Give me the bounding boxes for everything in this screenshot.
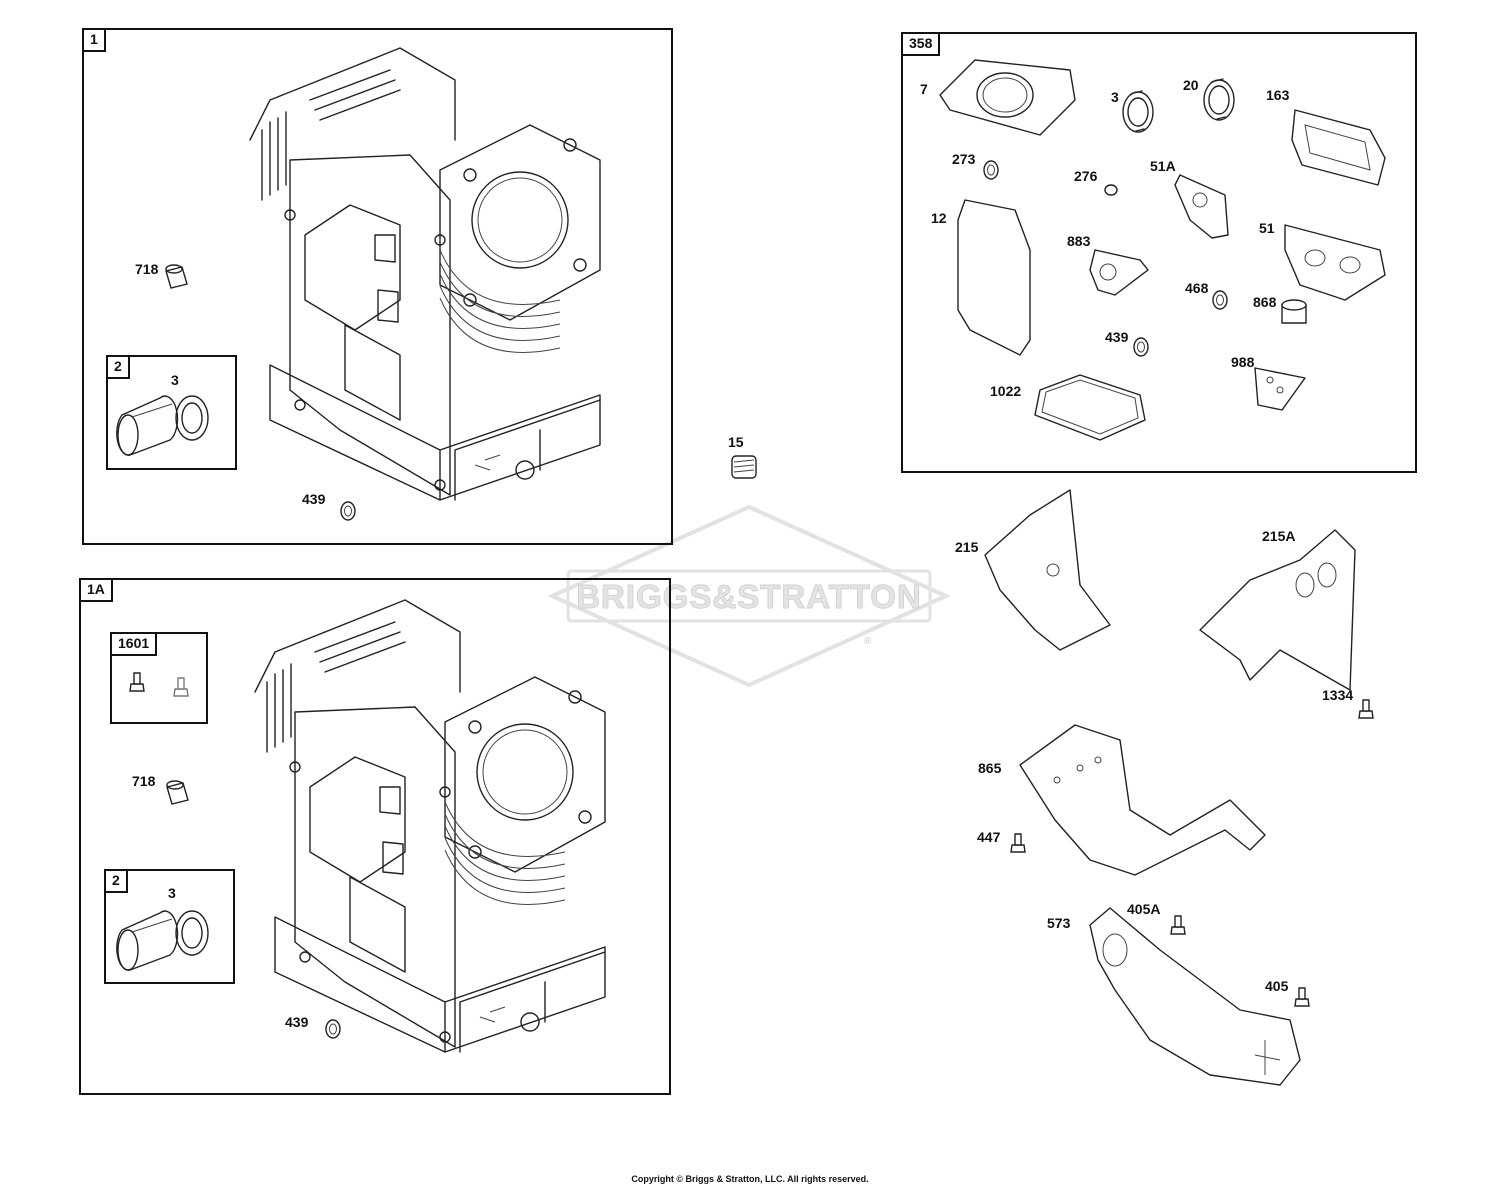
- callout-573: 573: [1047, 915, 1071, 931]
- box-1-crankcase: 1: [82, 28, 673, 545]
- callout-3-top: 3: [171, 372, 179, 388]
- box-1a-sub2-tag: 2: [106, 871, 128, 893]
- box-358-gasket-set: 358: [901, 32, 1417, 473]
- box-1a-crankcase: 1A: [79, 578, 671, 1095]
- callout-gasket-12: 12: [931, 210, 947, 226]
- box-1a-tag: 1A: [81, 580, 113, 602]
- box-358-tag: 358: [903, 34, 941, 56]
- callout-gasket-276: 276: [1074, 168, 1098, 184]
- watermark-text: BRIGGS&STRATTON: [576, 578, 922, 616]
- box-1a-bearing-kit: 2: [104, 869, 235, 984]
- callout-215a: 215A: [1262, 528, 1296, 544]
- head-gasket: [939, 59, 1076, 136]
- callout-gasket-868: 868: [1253, 294, 1277, 310]
- callout-gasket-883: 883: [1067, 233, 1091, 249]
- box-1a-sub1-tag: 1601: [112, 634, 158, 656]
- callout-gasket-273: 273: [952, 151, 976, 167]
- callout-gasket-51: 51: [1259, 220, 1275, 236]
- box-1-bearing-kit: 2: [106, 355, 237, 470]
- callout-gasket-1022: 1022: [990, 383, 1022, 399]
- callout-gasket-988: 988: [1231, 354, 1255, 370]
- watermark-logo: [548, 505, 950, 687]
- callout-gasket-468: 468: [1185, 280, 1209, 296]
- callout-447: 447: [977, 829, 1001, 845]
- callout-gasket-51a: 51A: [1150, 158, 1176, 174]
- callout-3-bottom: 3: [168, 885, 176, 901]
- callout-1334: 1334: [1322, 687, 1354, 703]
- callout-405: 405: [1265, 978, 1289, 994]
- copyright-notice: Copyright © Briggs & Stratton, LLC. All …: [631, 1174, 869, 1184]
- callout-gasket-20: 20: [1183, 77, 1199, 93]
- callout-718-top: 718: [135, 261, 159, 277]
- callout-gasket-163: 163: [1266, 87, 1290, 103]
- watermark-registered-mark: ®: [864, 636, 872, 647]
- callout-718-bottom: 718: [132, 773, 156, 789]
- callout-405a: 405A: [1127, 901, 1161, 917]
- callout-gasket-7: 7: [920, 81, 928, 97]
- box-1-tag: 1: [84, 30, 106, 52]
- callout-439-bottom: 439: [285, 1014, 309, 1030]
- callout-439-top: 439: [302, 491, 326, 507]
- callout-gasket-3: 3: [1111, 89, 1119, 105]
- callout-gasket-439: 439: [1105, 329, 1129, 345]
- callout-865: 865: [978, 760, 1002, 776]
- callout-15: 15: [728, 434, 744, 450]
- box-1a-plug-kit: 1601: [110, 632, 208, 724]
- callout-215: 215: [955, 539, 979, 555]
- box-1-sub-tag: 2: [108, 357, 130, 379]
